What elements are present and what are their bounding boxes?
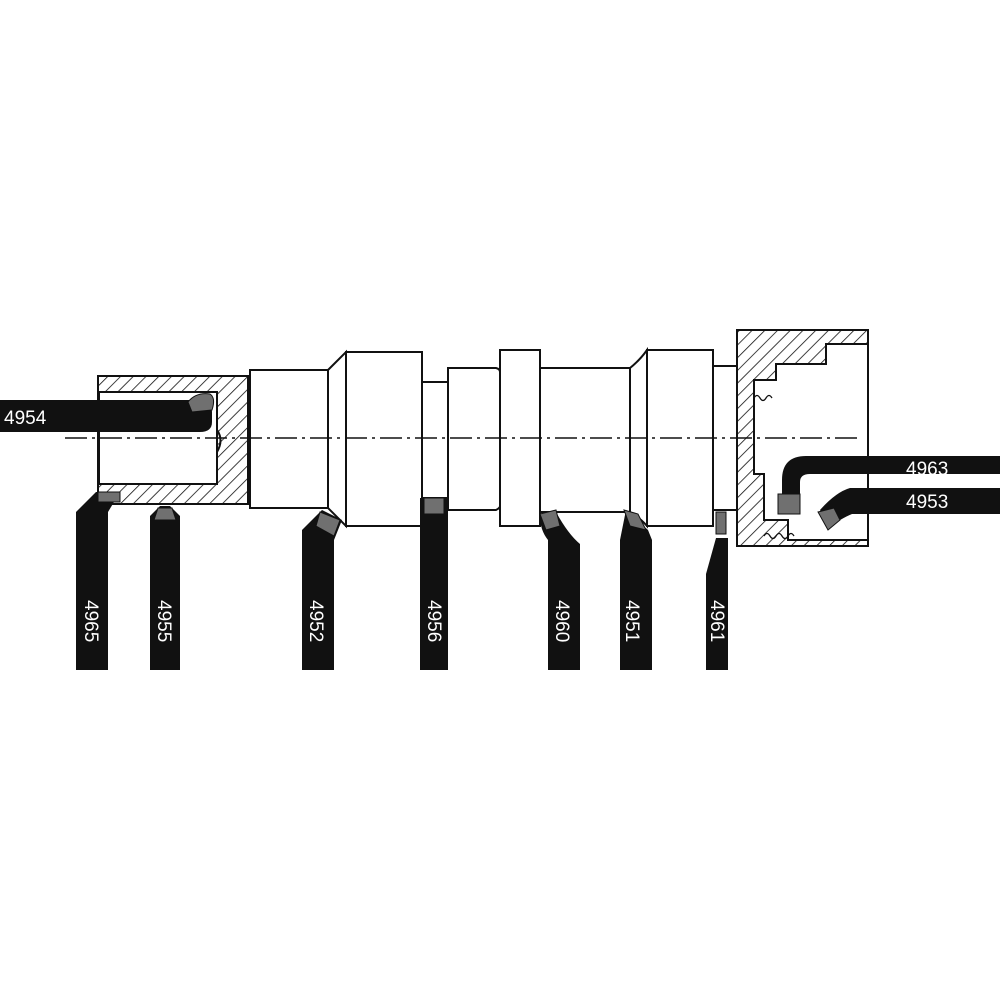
workpiece: [65, 329, 869, 547]
tool-label-4955: 4955: [153, 600, 174, 642]
tool-shank: [820, 488, 1000, 528]
tool-label-4963: 4963: [906, 459, 948, 480]
tool-label-4965: 4965: [80, 600, 101, 642]
tool-4952: 4952: [302, 510, 342, 670]
tool-label-4961: 4961: [706, 600, 727, 642]
tool-label-4952: 4952: [305, 600, 326, 642]
carbide-tip: [539, 509, 561, 531]
carbide-tip: [315, 511, 341, 537]
label-plate: [0, 404, 70, 430]
tool-4963: 4963: [777, 456, 1000, 515]
tool-shank: [420, 498, 448, 670]
tool-shank: [706, 538, 728, 670]
carbide-tip: [187, 393, 215, 413]
tool-shank: [620, 510, 652, 670]
tool-4961: 4961: [706, 511, 728, 670]
tool-label-4953: 4953: [906, 492, 948, 513]
tool-4965: 4965: [76, 491, 121, 670]
tool-shank: [782, 456, 1000, 496]
carbide-tip: [777, 493, 801, 515]
tool-4953: 4953: [817, 488, 1000, 531]
tool-4954: 4954: [0, 393, 215, 432]
tool-4960: 4960: [539, 509, 580, 670]
carbide-tip: [423, 497, 445, 515]
tool-4955: 4955: [150, 506, 180, 670]
tool-shank: [302, 510, 342, 670]
tool-shank: [76, 492, 120, 670]
carbide-tip: [97, 491, 121, 503]
carbide-tip: [623, 509, 647, 531]
carbide-tip: [715, 511, 727, 535]
tool-4956: 4956: [420, 497, 448, 670]
bored-tube-section: [97, 375, 249, 505]
tool-4951: 4951: [620, 509, 652, 670]
carbide-tip: [153, 507, 177, 521]
tool-shank: [540, 512, 580, 670]
tool-shank: [150, 506, 180, 670]
tool-label-4960: 4960: [551, 600, 572, 642]
tool-label-4951: 4951: [621, 600, 642, 642]
carbide-tip: [817, 507, 841, 531]
tool-label-4956: 4956: [423, 600, 444, 642]
tool-label-4954: 4954: [4, 408, 47, 429]
